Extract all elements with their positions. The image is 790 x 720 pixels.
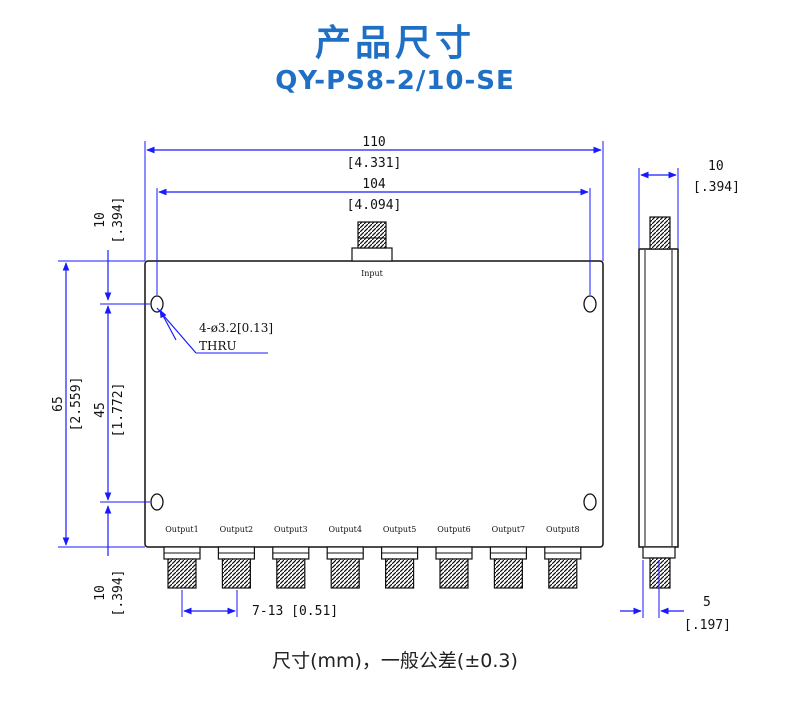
mounting-hole (150, 295, 164, 313)
output-connector: Output4 (326, 525, 364, 589)
dim-104-in: [4.094] (347, 198, 402, 213)
dim-10-bottom-in: [.394] (111, 570, 126, 617)
side-view (638, 216, 679, 589)
output-label: Output6 (437, 525, 471, 534)
output-label: Output3 (274, 525, 308, 534)
page-title: 产品尺寸 (314, 23, 475, 64)
output-label: Output2 (220, 525, 254, 534)
output-connector: Output1 (163, 525, 201, 589)
output-label: Output8 (546, 525, 580, 534)
output-label: Output7 (492, 525, 526, 534)
mounting-hole (583, 295, 597, 313)
input-label: Input (361, 269, 384, 278)
dim-side-10-in: [.394] (693, 180, 740, 195)
mounting-hole (150, 493, 164, 511)
device-body (144, 260, 604, 548)
mounting-hole (583, 493, 597, 511)
dim-side-5-in: [.197] (684, 618, 731, 633)
output-label: Output1 (165, 525, 199, 534)
output-connectors: Output1 Output2 Output3 Output4 Output5 Outpu… (163, 525, 582, 589)
mounting-holes (150, 295, 597, 511)
dim-10-bottom: 10 (93, 585, 108, 601)
model-number: QY-PS8-2/10-SE (275, 66, 515, 96)
output-connector: Output3 (272, 525, 310, 589)
hole-note-thru: THRU (199, 339, 237, 353)
dim-110: 110 (362, 135, 385, 150)
output-label: Output4 (328, 525, 362, 534)
dim-65-in: [2.559] (69, 377, 84, 432)
dim-104: 104 (362, 177, 386, 192)
output-connector: Output8 (544, 525, 582, 589)
output-connector: Output2 (217, 525, 255, 589)
hole-note: 4-ø3.2[0.13] (199, 321, 273, 335)
output-connector: Output7 (489, 525, 527, 589)
input-connector (351, 221, 393, 262)
output-label: Output5 (383, 525, 417, 534)
dim-110-in: [4.331] (347, 156, 402, 171)
output-connector: Output5 (381, 525, 419, 589)
dim-port-pitch: 7-13 [0.51] (252, 604, 338, 619)
dim-65: 65 (51, 396, 66, 412)
dim-10-top-in: [.394] (111, 197, 126, 244)
output-connector: Output6 (435, 525, 473, 589)
tolerance-caption: 尺寸(mm)，一般公差(±0.3) (272, 650, 518, 672)
dim-side-10: 10 (708, 159, 724, 174)
dim-10-top: 10 (93, 212, 108, 228)
dim-side-5: 5 (703, 595, 711, 610)
dim-45: 45 (93, 402, 108, 418)
dim-45-in: [1.772] (111, 383, 126, 438)
